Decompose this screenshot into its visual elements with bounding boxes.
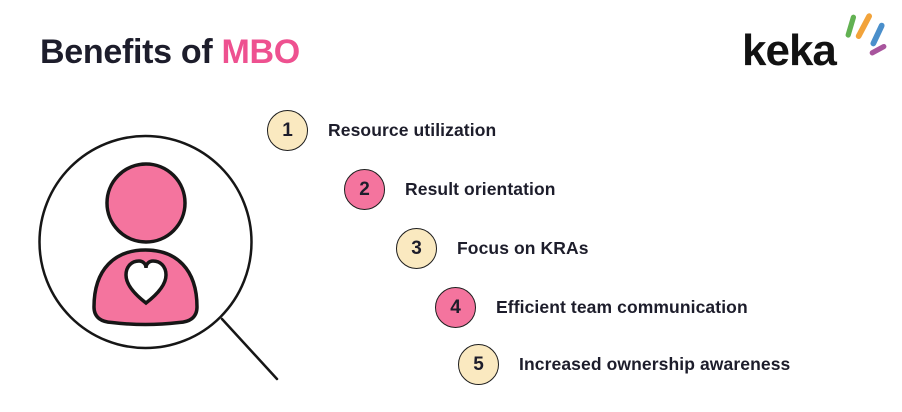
benefit-label: Efficient team communication	[496, 297, 748, 317]
benefit-number-badge: 5	[458, 344, 499, 385]
keka-logo-wordmark: keka	[742, 26, 837, 75]
benefit-item-4: 4 Efficient team communication	[435, 287, 748, 328]
person-in-magnifying-glass-icon	[38, 134, 279, 381]
page-title: Benefits of MBO	[40, 33, 300, 72]
benefit-number-badge: 3	[396, 228, 437, 269]
page-title-highlight: MBO	[221, 33, 301, 71]
benefit-label: Increased ownership awareness	[519, 354, 791, 374]
benefit-item-2: 2 Result orientation	[344, 169, 556, 210]
benefit-number-badge: 2	[344, 169, 385, 210]
benefit-label: Result orientation	[405, 179, 556, 199]
benefit-number-badge: 1	[267, 110, 308, 151]
benefit-item-3: 3 Focus on KRAs	[396, 228, 589, 269]
benefit-number-badge: 4	[435, 287, 476, 328]
keka-logo-sparks-icon	[845, 13, 887, 56]
page-title-prefix: Benefits of	[40, 33, 222, 71]
benefit-label: Resource utilization	[328, 120, 497, 140]
benefit-item-1: 1 Resource utilization	[267, 110, 496, 151]
benefit-item-5: 5 Increased ownership awareness	[458, 344, 790, 385]
benefit-label: Focus on KRAs	[457, 238, 589, 258]
